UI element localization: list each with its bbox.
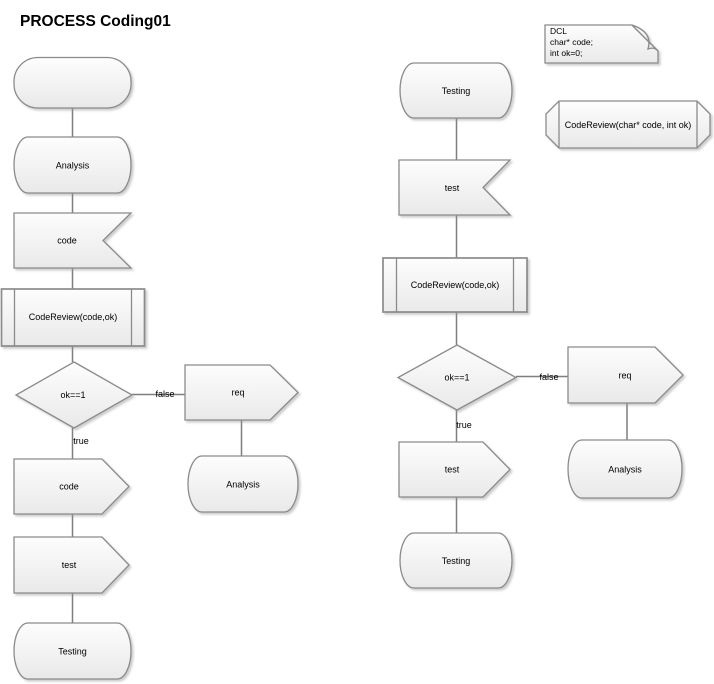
left-send-test-shape[interactable]	[13, 536, 130, 594]
page-title: PROCESS Coding01	[20, 13, 171, 30]
left-procedure-outline[interactable]	[0, 288, 146, 347]
right-state-testing-top-label: Testing	[442, 86, 471, 96]
left-flow: Analysis code CodeReview(code,ok) ok==1 …	[0, 56, 299, 680]
left-send-test-label: test	[62, 560, 77, 570]
left-procedure-inner-lines	[13, 289, 133, 346]
right-state-analysis-false-shape[interactable]	[567, 439, 683, 499]
right-decision-shape[interactable]	[396, 344, 518, 411]
right-receive-test-shape[interactable]	[398, 159, 512, 216]
right-receive-test-label: test	[445, 183, 460, 193]
left-send-req-label: req	[231, 388, 244, 398]
right-state-testing-top-shape[interactable]	[399, 62, 513, 119]
left-procedure-label: CodeReview(code,ok)	[29, 312, 118, 322]
left-state-analysis-false-label: Analysis	[226, 480, 260, 490]
right-state-testing-bottom-label: Testing	[442, 556, 471, 566]
left-procedure-shape[interactable]	[0, 288, 146, 347]
right-decision-label: ok==1	[444, 373, 469, 383]
right-procedure-inner-lines	[395, 258, 515, 312]
left-receive-code-label: code	[57, 236, 77, 246]
left-receive-code-shape[interactable]	[13, 212, 133, 269]
dcl-note-shape[interactable]	[544, 24, 659, 64]
dcl-note-line-1: DCL	[550, 26, 567, 36]
left-state-analysis-label: Analysis	[56, 161, 90, 171]
right-flow: Testing test CodeReview(code,ok) ok==1 t…	[382, 62, 684, 589]
right-procedure-outline[interactable]	[382, 257, 528, 313]
right-procedure-label: CodeReview(code,ok)	[411, 280, 500, 290]
left-decision-shape[interactable]	[14, 361, 134, 429]
right-state-analysis-false-label: Analysis	[608, 465, 642, 475]
left-send-code-label: code	[59, 482, 79, 492]
left-state-analysis-shape[interactable]	[13, 136, 132, 194]
right-procedure-shape[interactable]	[382, 257, 528, 313]
procedure-declaration-inner-lines	[558, 101, 698, 148]
left-state-testing-shape[interactable]	[13, 622, 132, 680]
left-send-req-shape[interactable]	[184, 364, 299, 421]
left-state-analysis-false-shape[interactable]	[187, 455, 299, 513]
dcl-note-body[interactable]	[544, 24, 659, 64]
right-send-test-shape[interactable]	[398, 441, 511, 498]
declarations: DCL char* code; int ok=0; CodeReview(cha…	[544, 24, 711, 149]
procedure-declaration-label: CodeReview(char* code, int ok)	[565, 120, 692, 130]
right-send-req-shape[interactable]	[567, 346, 684, 404]
right-false-label: false	[539, 372, 558, 382]
left-shapes	[0, 56, 299, 680]
left-false-label: false	[155, 389, 174, 399]
right-true-label: true	[456, 420, 472, 430]
right-send-test-label: test	[445, 465, 460, 475]
right-shapes	[382, 62, 684, 589]
left-flow-connectors	[71, 108, 243, 623]
left-true-label: true	[73, 436, 89, 446]
right-flow-connectors	[455, 118, 628, 533]
left-send-code-shape[interactable]	[13, 458, 130, 515]
right-state-testing-bottom-shape[interactable]	[399, 532, 513, 589]
left-start-shape[interactable]	[13, 56, 132, 109]
dcl-note-line-3: int ok=0;	[550, 48, 582, 58]
dcl-note-fold-corner	[631, 24, 659, 52]
procedure-declaration-shape[interactable]	[545, 100, 711, 149]
left-state-testing-label: Testing	[58, 647, 87, 657]
right-send-req-label: req	[618, 371, 631, 381]
dcl-note-line-2: char* code;	[550, 37, 593, 47]
left-decision-label: ok==1	[60, 390, 85, 400]
